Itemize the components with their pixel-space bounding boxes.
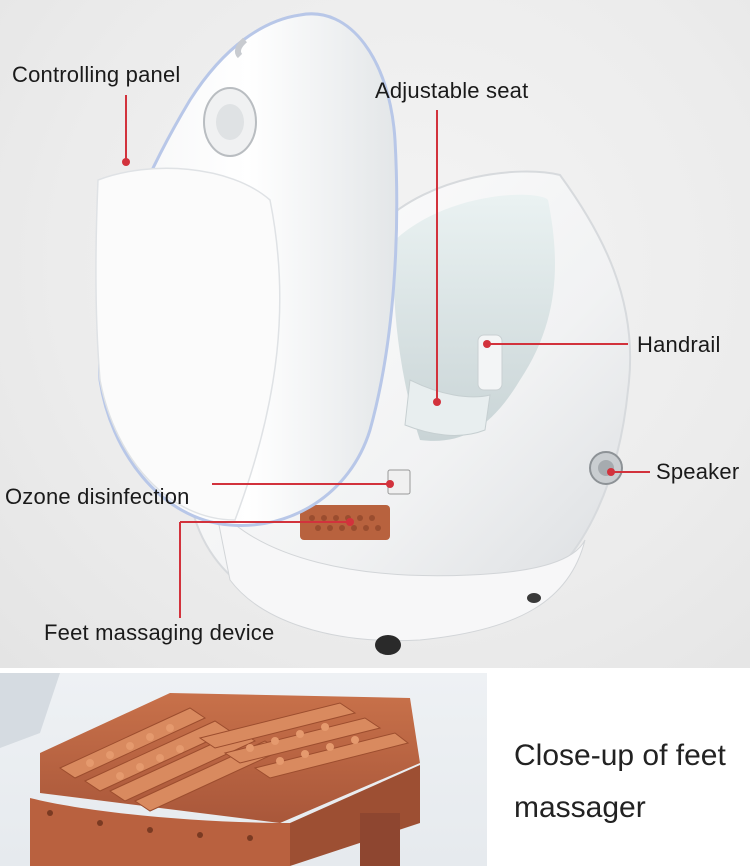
label-controlling-panel: Controlling panel (12, 62, 181, 87)
caption-line-2: massager (514, 791, 646, 824)
label-handrail: Handrail (637, 332, 721, 357)
spa-capsule-photo: Controlling panel Adjustable seat Handra… (0, 0, 750, 668)
label-adjustable-seat: Adjustable seat (375, 78, 529, 103)
feet-massager-closeup-photo (0, 673, 487, 866)
spa-capsule-illustration (95, 12, 650, 655)
massager-front-panel (30, 798, 290, 866)
feet-massager-illustration (0, 673, 420, 866)
pod-interior (393, 194, 555, 441)
handrail (477, 334, 503, 391)
label-speaker: Speaker (656, 459, 740, 484)
leader-lines (125, 95, 650, 618)
massager-leg (360, 813, 400, 866)
caption-line-1: Close-up of feet (514, 739, 726, 772)
pod-base (214, 504, 586, 642)
lid-front-panel (95, 167, 281, 521)
caster-wheel (527, 593, 541, 603)
caster-wheel (375, 635, 401, 655)
leader-dots (122, 158, 615, 526)
closeup-caption: Close-up of feet massager (514, 730, 744, 834)
label-feet-massaging-device: Feet massaging device (44, 620, 275, 645)
adjustable-seat (404, 379, 491, 436)
label-ozone-disinfection: Ozone disinfection (5, 484, 190, 509)
